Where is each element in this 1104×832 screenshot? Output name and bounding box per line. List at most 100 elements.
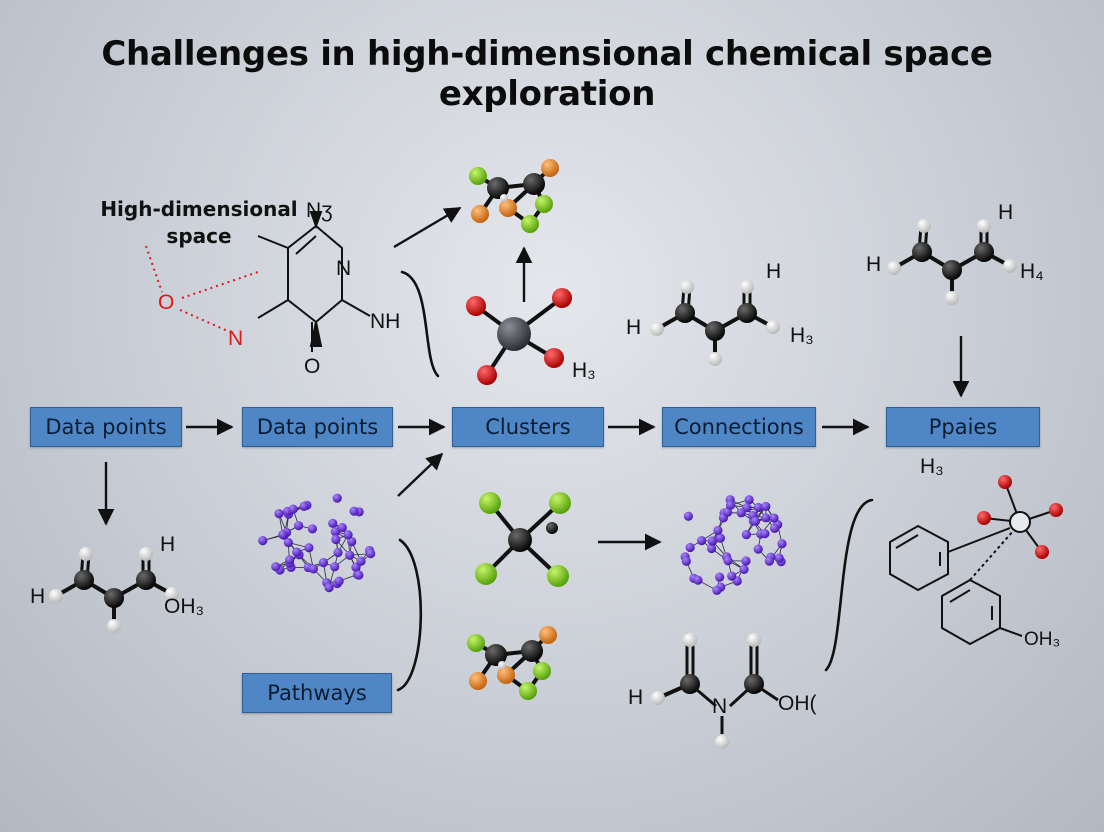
dotted-line-2 [181, 271, 259, 299]
particle-cloud-right-particle [761, 513, 771, 523]
particle-cloud-right-particle [697, 535, 707, 546]
particle-cloud-right-particle [750, 516, 761, 526]
particle-cloud-left-particle [328, 518, 338, 528]
arrow-ring-to-cluster-top [393, 206, 462, 249]
cluster-molecule-top-atom [499, 199, 517, 217]
particle-cloud-left-particle [330, 527, 340, 537]
label-benzene-oh3: OH₃ [1024, 629, 1061, 650]
benzene-ring-2 [941, 578, 1001, 646]
particle-cloud-right-particle [726, 500, 736, 510]
particle-cloud-left-particle [294, 521, 304, 531]
benzene-o-2 [977, 511, 991, 525]
ethene-middle-atom [737, 303, 757, 323]
particle-cloud-right-particle [760, 529, 770, 539]
particle-cloud-left-particle [331, 534, 341, 545]
label-alkene-right-h4: H₄ [1020, 260, 1044, 283]
node-ppaies[interactable]: Ppaies [886, 407, 1040, 447]
amide-molecule-atom [747, 633, 761, 647]
particle-cloud-right-particle [744, 495, 754, 505]
particle-cloud-left-particle [308, 564, 319, 574]
tetrahedral-molecule [475, 492, 571, 587]
ethene-middle-atom [705, 321, 725, 341]
label-alkene-mid-h3: H₃ [790, 324, 814, 347]
particle-cloud-left-particle [351, 562, 361, 572]
label-red-o: O [158, 291, 175, 314]
ring-substituent-nh [341, 299, 371, 317]
particle-cloud-left-particle [288, 504, 298, 514]
ball-stick-molecules [49, 159, 1017, 749]
cluster-molecule-bottom-atom [498, 661, 506, 669]
sulfate-molecule-atom [477, 365, 497, 385]
dotted-line-3 [179, 309, 231, 333]
node-clusters[interactable]: Clusters [452, 407, 604, 447]
cluster-molecule-top-atom [471, 205, 489, 223]
ethene-left-atom [104, 588, 124, 608]
particle-cloud-right-particle [722, 507, 733, 517]
benzene-molecule [889, 481, 1057, 646]
particle-cloud-left-particle [345, 550, 355, 560]
label-ring-nh: NH [370, 310, 401, 333]
particle-cloud-right-particle [774, 553, 784, 563]
node-pathways[interactable]: Pathways [242, 673, 392, 713]
ethene-middle-atom [740, 280, 754, 294]
ethene-right-atom [887, 261, 901, 275]
sulfate-molecule-atom [466, 296, 486, 316]
ethene-right-atom [1003, 259, 1017, 273]
bracket-top [400, 270, 440, 378]
particle-cloud-left-particle [292, 547, 302, 557]
label-left-oh3: OH₃ [164, 595, 205, 618]
particle-cloud-left-particle [318, 558, 329, 568]
ethene-right [887, 219, 1017, 305]
ethene-right-atom [912, 242, 932, 262]
particle-cloud-left-particle [285, 555, 295, 565]
ring-substituent-2 [257, 299, 289, 319]
cluster-molecule-bottom-atom [539, 626, 557, 644]
particle-cloud-left-particle [283, 537, 293, 548]
particle-cloud-right-particle [764, 556, 774, 566]
particle-cloud-right-particle [713, 525, 723, 536]
particle-cloud-right-particle [715, 533, 725, 543]
node-connections[interactable]: Connections [662, 407, 816, 447]
amide-n-bonds [689, 682, 779, 734]
particle-cloud-left-particle [274, 509, 284, 519]
ethene-middle [650, 280, 780, 366]
node-data-points-2[interactable]: Data points [242, 407, 393, 447]
particle-cloud-right-particle [739, 564, 749, 574]
ring-hexagon [287, 224, 343, 324]
benzene-o-3 [1049, 503, 1063, 517]
cluster-molecule-bottom-atom [497, 666, 515, 684]
tetrahedral-molecule-atom [547, 565, 569, 587]
particle-cloud-right [680, 495, 787, 595]
cluster-molecule-top [469, 159, 559, 233]
particle-cloud-left-particle [354, 570, 364, 580]
particle-cloud-left-particle [349, 506, 359, 516]
benzene-oxygen-atoms [977, 475, 1063, 559]
particle-cloud-right-particle [769, 523, 780, 533]
annotation-line-1: High-dimensional [100, 197, 298, 221]
particle-cloud-left-particle [299, 501, 309, 511]
ring-molecule [257, 211, 371, 352]
label-ring-n-top: Nʒ [306, 199, 333, 222]
annotation-dotted-lines [145, 245, 259, 333]
particle-cloud-left-particle [278, 529, 288, 540]
particle-cloud-right-particle [741, 556, 751, 566]
node-data-points-1[interactable]: Data points [30, 407, 182, 447]
cluster-molecule-bottom-atom [521, 640, 543, 662]
cluster-molecule-top-atom [521, 215, 539, 233]
tetrahedral-molecule-atom [508, 528, 532, 552]
particle-cloud-left-particle [366, 549, 376, 559]
ethene-left-atom [139, 547, 153, 561]
label-alkene-right-h-left: H [866, 253, 882, 276]
ethene-middle-atom [650, 322, 664, 336]
benzene-2-inner-a [949, 589, 971, 603]
sulfate-molecule-atom [497, 317, 531, 351]
particle-cloud-right-particle [681, 556, 691, 566]
ring-double-bond [295, 235, 317, 255]
brackets [396, 270, 874, 692]
benzene-dashed-bond [969, 529, 1015, 581]
cluster-molecule-top-atom [535, 195, 553, 213]
label-ppaies-h3: H₃ [920, 455, 944, 478]
cluster-molecule-bottom-atom [485, 644, 507, 666]
particle-cloud-right-particle [693, 575, 703, 585]
particle-cloud-left-particle [258, 536, 268, 546]
